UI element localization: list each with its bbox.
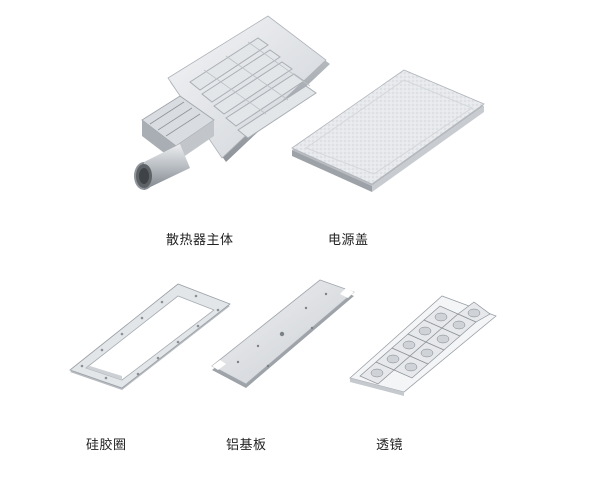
silicone-gasket-label: 硅胶圈 [86, 438, 127, 453]
heatsink-label: 散热器主体 [166, 233, 234, 248]
heatsink-body-image [134, 15, 330, 190]
silicone-gasket-image [69, 283, 231, 390]
aluminum-substrate-label: 铝基板 [226, 438, 267, 453]
power-cover-label: 电源盖 [328, 233, 369, 248]
lens-array-image [349, 295, 497, 396]
lens-label: 透镜 [376, 438, 404, 453]
power-cover-image [291, 69, 485, 192]
aluminum-substrate-image [211, 279, 355, 388]
